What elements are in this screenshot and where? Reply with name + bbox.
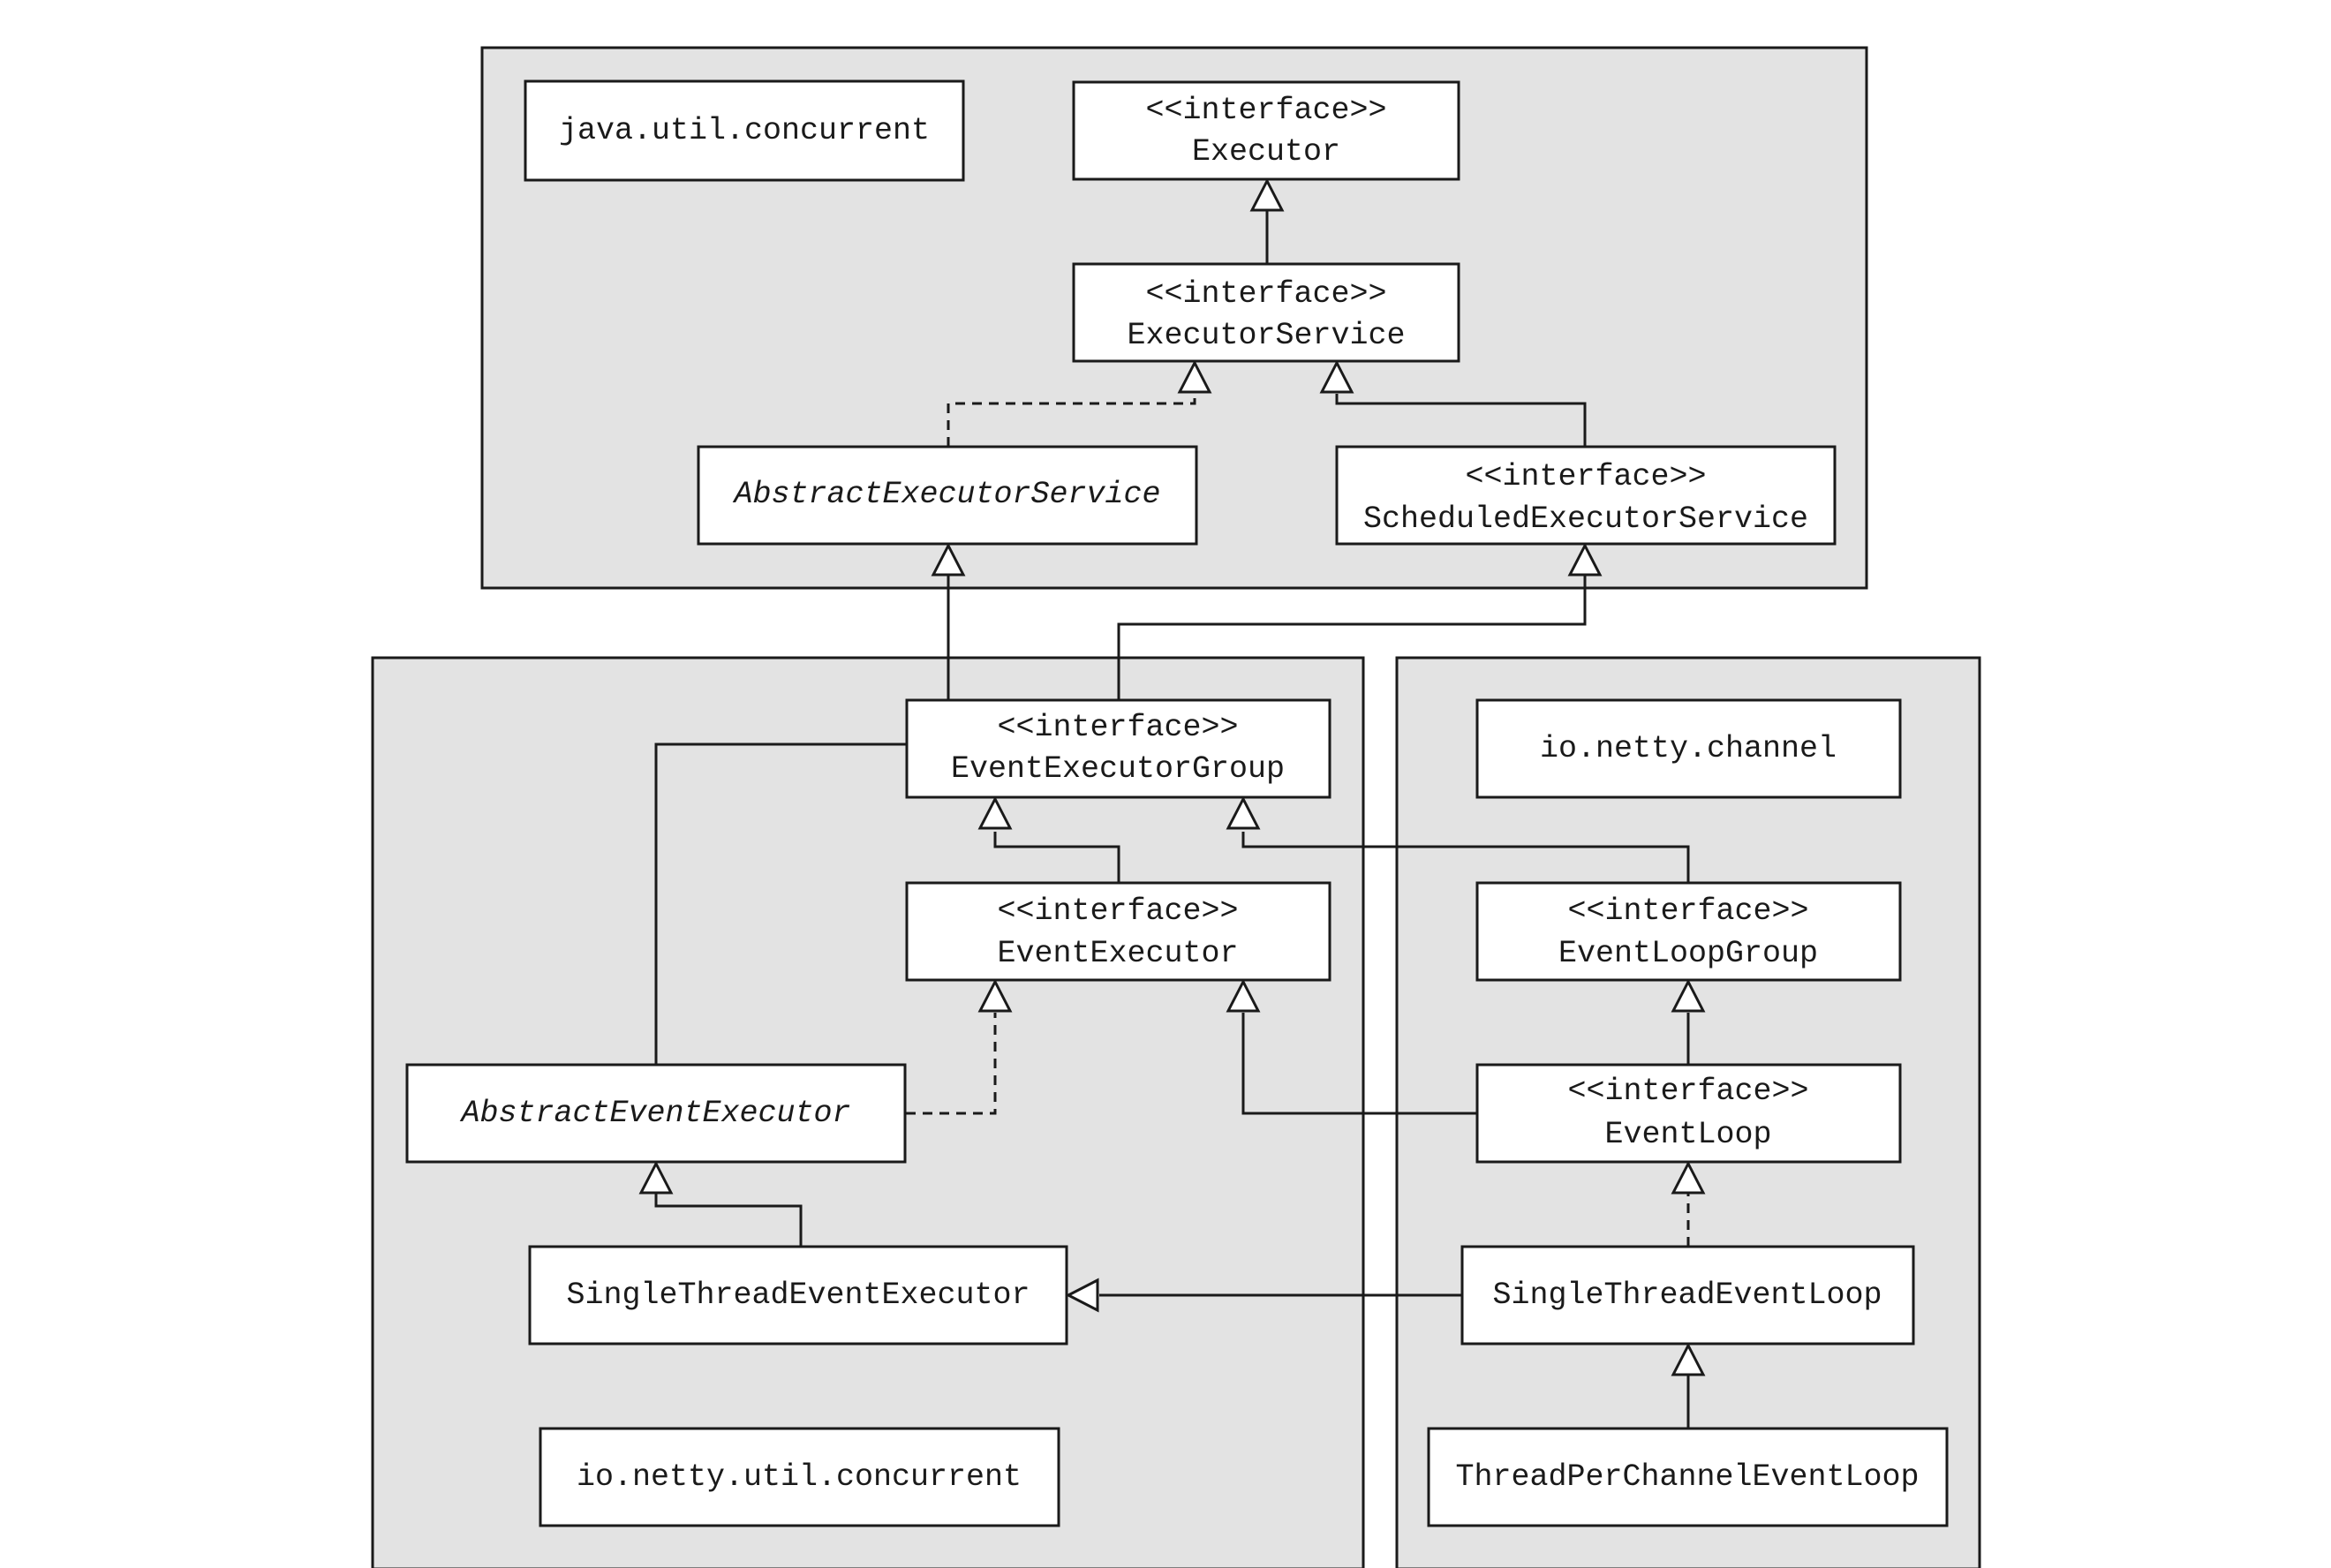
class-stereotype: <<interface>> <box>1145 93 1386 128</box>
edge-eventloopgroup-eventexecutorgroup <box>1241 832 1690 883</box>
arrowhead-executor-service-left <box>1177 359 1212 394</box>
edge-abstracteventexecutor-eventexecutor <box>906 1013 997 1115</box>
edge-scheduled-executorservice <box>1335 394 1587 447</box>
edge-singlethreadeventexecutor-abstracteventexecutor <box>654 1194 803 1247</box>
class-name: ScheduledExecutorService <box>1363 501 1808 537</box>
class-name: Executor <box>1192 134 1340 170</box>
class-event-loop-group[interactable]: <<interface>> EventLoopGroup <box>1475 881 1902 982</box>
class-event-loop[interactable]: <<interface>> EventLoop <box>1475 1063 1902 1164</box>
edge-abstractexecutorservice-executorservice <box>947 394 1196 447</box>
package-name: io.netty.channel <box>1540 731 1837 766</box>
class-event-executor[interactable]: <<interface>> EventExecutor <box>905 881 1331 982</box>
class-name: ThreadPerChannelEventLoop <box>1455 1459 1919 1495</box>
arrowhead-event-executor-right <box>1226 978 1261 1013</box>
arrowhead-event-executor-group-right <box>1226 795 1261 830</box>
arrowheads <box>638 177 1706 1376</box>
arrowhead-executor-service-right <box>1319 359 1354 394</box>
class-single-thread-event-executor[interactable]: SingleThreadEventExecutor <box>528 1245 1068 1346</box>
class-executor[interactable]: <<interface>> Executor <box>1072 80 1460 181</box>
class-name: EventLoop <box>1604 1117 1771 1152</box>
class-stereotype: <<interface>> <box>1145 276 1386 312</box>
class-name: AbstractExecutorService <box>732 477 1160 512</box>
arrowhead-event-loop <box>1671 1160 1706 1195</box>
edge-eventloop-eventexecutor <box>1241 1013 1477 1115</box>
class-name: ExecutorService <box>1127 318 1405 353</box>
arrowhead-abstract-executor-service <box>931 542 966 577</box>
arrowhead-single-thread-event-executor <box>1065 1278 1099 1313</box>
class-single-thread-event-loop[interactable]: SingleThreadEventLoop <box>1460 1245 1915 1346</box>
edge-abstracteventexecutor-eventexecutorgroup <box>654 743 907 1065</box>
package-label-io-netty-util-concurrent: io.netty.util.concurrent <box>539 1427 1060 1527</box>
package-name: io.netty.util.concurrent <box>577 1459 1022 1495</box>
arrowhead-abstract-event-executor <box>638 1160 674 1195</box>
class-abstract-event-executor[interactable]: AbstractEventExecutor <box>405 1063 907 1164</box>
relations <box>654 210 1690 1429</box>
arrowhead-event-loop-group <box>1671 978 1706 1013</box>
class-name: EventExecutor <box>997 936 1238 971</box>
class-name: EventExecutorGroup <box>951 751 1285 787</box>
class-name: SingleThreadEventExecutor <box>566 1278 1030 1313</box>
class-event-executor-group[interactable]: <<interface>> EventExecutorGroup <box>905 698 1331 799</box>
class-name: AbstractEventExecutor <box>459 1096 850 1131</box>
class-abstract-executor-service[interactable]: AbstractExecutorService <box>697 445 1198 546</box>
class-scheduled-executor-service[interactable]: <<interface>> ScheduledExecutorService <box>1335 445 1837 546</box>
arrowhead-single-thread-event-loop <box>1671 1342 1706 1376</box>
class-name: EventLoopGroup <box>1558 936 1818 971</box>
class-name: SingleThreadEventLoop <box>1492 1278 1882 1313</box>
arrowhead-scheduled-executor-service <box>1567 542 1603 577</box>
class-stereotype: <<interface>> <box>1567 893 1808 929</box>
edge-eventexecutor-eventexecutorgroup <box>993 832 1120 883</box>
arrowhead-event-executor-group-left <box>977 795 1013 830</box>
package-label-io-netty-channel: io.netty.channel <box>1475 698 1902 799</box>
class-stereotype: <<interface>> <box>1567 1074 1808 1109</box>
class-thread-per-channel-event-loop[interactable]: ThreadPerChannelEventLoop <box>1427 1427 1949 1527</box>
arrowhead-executor <box>1249 177 1285 212</box>
arrowhead-event-executor-left <box>977 978 1013 1013</box>
package-name: java.util.concurrent <box>559 113 930 148</box>
package-label-java-util-concurrent: java.util.concurrent <box>524 79 965 182</box>
class-stereotype: <<interface>> <box>997 710 1238 745</box>
class-executor-service[interactable]: <<interface>> ExecutorService <box>1072 262 1460 363</box>
class-stereotype: <<interface>> <box>997 893 1238 929</box>
edge-eventexecutorgroup-scheduled <box>1117 575 1587 700</box>
class-stereotype: <<interface>> <box>1465 459 1706 494</box>
